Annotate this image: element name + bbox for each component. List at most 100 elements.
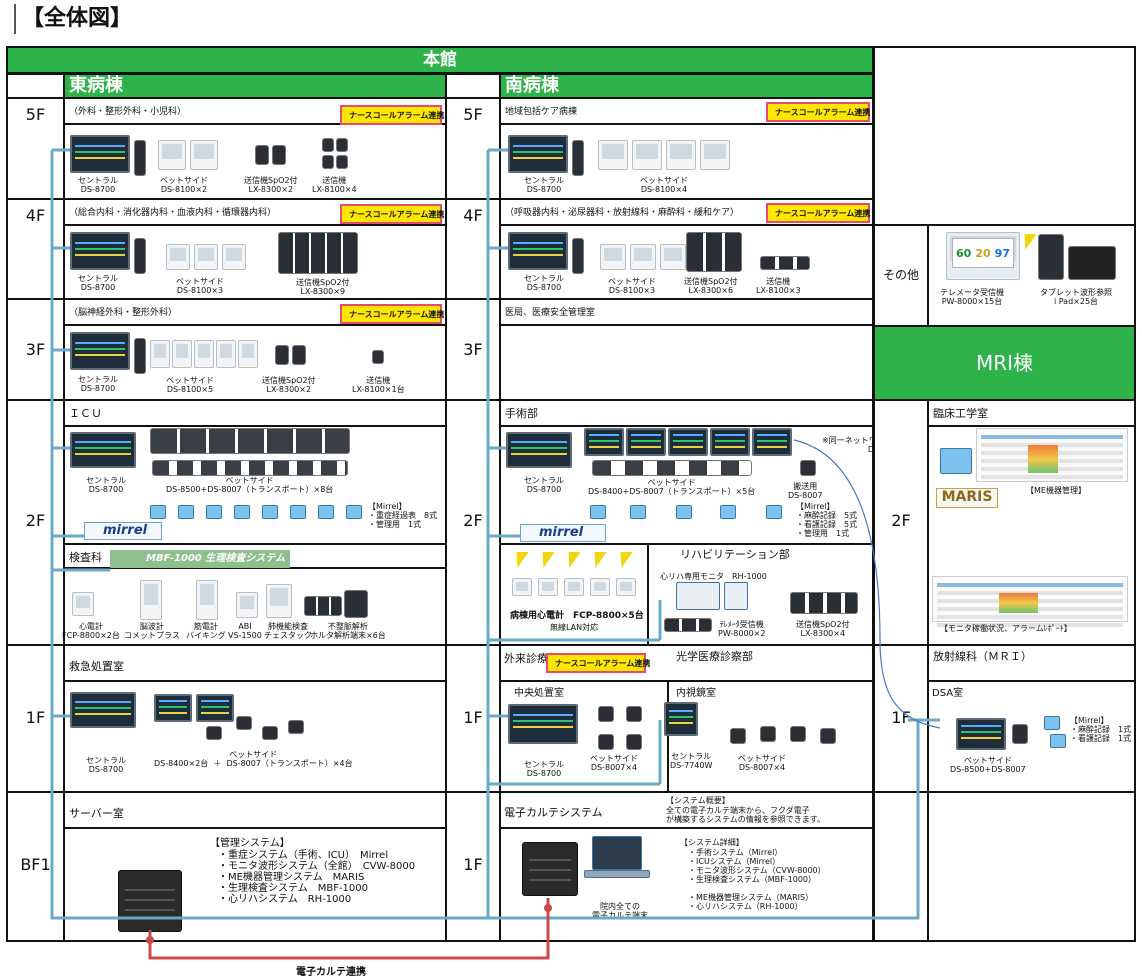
bedside-monitor-icon (660, 244, 686, 270)
central-monitor-icon (70, 135, 130, 173)
south-building-header: 南病棟 (501, 75, 872, 97)
transmitter-label: 送信機SpO2付 LX-8300×2 (244, 176, 298, 194)
radiology-title: 放射線科（ＭＲＩ） (929, 646, 1134, 680)
central-monitor-icon (508, 704, 578, 744)
main-building-header: 本館 (8, 48, 872, 72)
central-monitor-icon (70, 432, 136, 468)
dsa-bedside-label: ベットサイド DS-8500+DS-8007 (950, 756, 1026, 774)
mri-top-empty (875, 48, 1134, 224)
laptop-base-icon (584, 870, 650, 878)
surgery-bedside-label: ベットサイド DS-8400+DS-8007（トランスポート）×5台 (588, 478, 756, 496)
me-mgmt-label: 【ME機器管理】 (1026, 486, 1086, 495)
nurse-call-badge-east-5f: ナースコールアラーム連携 (340, 105, 445, 125)
emr-link-label: 電子カルテ連携 (296, 967, 366, 978)
holter-pc-icon (344, 590, 368, 618)
mgmt-system-title: 【管理システム】 (210, 838, 290, 849)
bedside-monitor-icon (956, 718, 1006, 750)
south-3f-content (501, 326, 872, 399)
ecg-device-icon (616, 578, 636, 596)
pc-icon (346, 505, 362, 519)
central-label: セントラル DS-8700 (524, 274, 564, 292)
south-2f-title: 手術部 (501, 401, 872, 425)
bedside-monitor-icon (158, 140, 186, 170)
nurse-call-label: ナースコールアラーム連携 (775, 107, 871, 117)
floor-label: 4F (25, 206, 46, 225)
tablet-icon (1038, 234, 1064, 280)
bedside-monitor-icon (666, 140, 696, 170)
transmitter-label: 送信機SpO2付 LX-8300×2 (262, 376, 316, 394)
lab-item-label: 不整脈解析 ホルタ解析端末×6台 (310, 622, 386, 640)
telemeter-screen: 60 20 97 (952, 238, 1014, 268)
bedside-monitor-icon (194, 340, 214, 368)
transport-monitor-icon (730, 728, 746, 744)
central-label: セントラル DS-8700 (524, 760, 564, 778)
tablet-screen-icon (1068, 246, 1116, 280)
emr-overview: 全ての電子カルテ端末から、フクダ電子 が構築するシステムの情報を参照できます。 (666, 806, 825, 824)
south-floor-3f: 3F (447, 300, 499, 399)
pc-icon (1050, 734, 1066, 748)
transport-monitor-icon (262, 726, 278, 740)
transmitter-row-icon (760, 256, 810, 270)
emr-title: 電子カルテシステム (504, 806, 603, 819)
central-label: セントラル DS-8700 (86, 756, 126, 774)
ecg-device-icon (538, 578, 558, 596)
emr-link-node (544, 904, 552, 912)
transmitter-grid-icon (278, 232, 358, 274)
transport-monitor-icon (626, 734, 642, 750)
nurse-call-badge-south-1f: ナースコールアラーム連携 (546, 653, 650, 673)
wireless-label: 無線LAN対応 (550, 623, 599, 632)
transport-monitor-icon (1012, 724, 1028, 744)
floor-label: 5F (25, 105, 46, 124)
east-floor-2f: 2F (8, 401, 63, 644)
transmitter-label: 送信機SpO2付 LX-8300×4 (796, 620, 850, 638)
telemeter-icon (134, 238, 146, 274)
mirrel-note-south: 【Mirrel】 ・麻酔記録 5式 ・看護記録 5式 ・管理用 1式 (796, 502, 858, 538)
nurse-call-label: ナースコールアラーム連携 (775, 208, 871, 218)
bedside-label: ベットサイド DS-8100×2 (160, 176, 208, 194)
nurse-call-badge-south-4f: ナースコールアラーム連携 (766, 203, 870, 223)
mri-bf1-empty-wide (929, 793, 1134, 940)
lab-item-label: ABI VS-1500 (228, 622, 262, 640)
transport-monitor-icon (598, 734, 614, 750)
floor-col-header-east (8, 75, 63, 97)
central-label: セントラル DS-8700 (78, 274, 118, 292)
south-floor-2f: 2F (447, 401, 499, 644)
pc-icon (290, 505, 306, 519)
emr-detail-list: ・手術システム（Mirrel） ・ICUシステム（Mirrel） ・モニタ波形シ… (688, 848, 826, 911)
telemeter-label: テレメータ受信機 PW-8000×15台 (940, 288, 1004, 306)
me-mgmt-screenshot (976, 428, 1128, 482)
surgery-monitor-icon (668, 428, 708, 456)
abi-device-icon (236, 592, 258, 618)
mirrel-note-east: 【Mirrel】 ・重症経過表 8式 ・管理用 1式 (368, 502, 438, 529)
central-label: セントラル DS-8700 (78, 176, 118, 194)
ce-room-title: 臨床工学室 (929, 401, 1134, 425)
other-label: その他 (875, 226, 927, 325)
lan-backbone (50, 148, 940, 920)
bedside-monitor-icon (216, 340, 236, 368)
bedside-label: ベットサイド DS-8007×4 (738, 754, 786, 772)
east-floor-1f: 1F (8, 646, 63, 791)
lab-item-label: 筋電計 バイキング (186, 622, 226, 640)
emg-device-icon (196, 580, 218, 620)
transmitter-label: 送信機 LX-8100×4 (312, 176, 357, 194)
resp-value: 20 (975, 246, 991, 260)
bedside-label: ベットサイド DS-8100×3 (608, 277, 656, 295)
east-icu-title: ＩＣＵ (65, 401, 445, 425)
east-1f-title: 救急処置室 (65, 646, 445, 680)
bedside-monitor-icon (598, 140, 628, 170)
surgery-monitor-icon (752, 428, 792, 456)
nurse-call-label: ナースコールアラーム連携 (349, 110, 445, 120)
central-monitor-icon (664, 702, 698, 736)
icu-bedside-label: ベットサイド DS-8500+DS-8007（トランスポート）×8台 (166, 476, 334, 494)
pc-icon (262, 505, 278, 519)
ecg-device-icon (72, 592, 94, 616)
ecg-device-icon (590, 578, 610, 596)
transport-monitor-icon (288, 720, 304, 734)
pc-icon (676, 505, 692, 519)
south-floor-1f: 1F (447, 646, 499, 791)
ecg-device-icon (512, 578, 532, 596)
nurse-call-badge-south-5f: ナースコールアラーム連携 (766, 102, 870, 122)
pc-icon (206, 505, 222, 519)
telemeter-icon (134, 140, 146, 176)
lab-item-label: 肺機能検査 チェスタック (264, 622, 312, 640)
